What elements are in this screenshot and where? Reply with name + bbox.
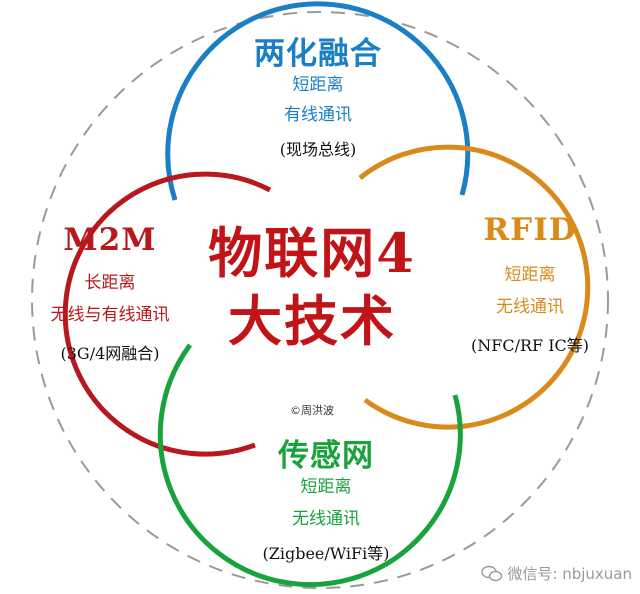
right-orange-arc xyxy=(358,144,591,430)
right-line1: 短距离 xyxy=(504,265,556,285)
left-red-arc xyxy=(62,171,272,457)
watermark-text: 微信号: nbjuxuan xyxy=(507,565,632,583)
bottom-line3: (Zigbee/WiFi等) xyxy=(262,544,390,563)
left-line1: 长距离 xyxy=(84,273,136,293)
left-line2: 无线与有线通讯 xyxy=(50,305,170,325)
outer-dashed-circle xyxy=(31,11,609,589)
wechat-icon xyxy=(481,565,503,581)
center-line2: 大技术 xyxy=(228,289,396,353)
top-line2: 有线通讯 xyxy=(284,105,352,125)
left-title: M2M xyxy=(63,222,157,258)
right-title: RFID xyxy=(483,212,577,248)
copyright-label: ©周洪波 xyxy=(290,404,334,417)
bottom-line1: 短距离 xyxy=(300,477,352,497)
bottom-line2: 无线通讯 xyxy=(292,509,360,529)
top-line1: 短距离 xyxy=(292,75,344,95)
top-title: 两化融合 xyxy=(254,36,382,72)
top-line3: (现场总线) xyxy=(279,140,357,159)
watermark: 微信号: nbjuxuan xyxy=(481,563,632,584)
left-line3: (3G/4网融合) xyxy=(60,344,160,363)
center-line1: 物联网4 xyxy=(208,221,416,285)
right-line3: (NFC/RF IC等) xyxy=(470,336,590,355)
bottom-green-arc xyxy=(157,343,463,588)
right-line2: 无线通讯 xyxy=(496,297,564,317)
top-blue-arc xyxy=(165,1,471,201)
bottom-title: 传感网 xyxy=(278,438,374,474)
